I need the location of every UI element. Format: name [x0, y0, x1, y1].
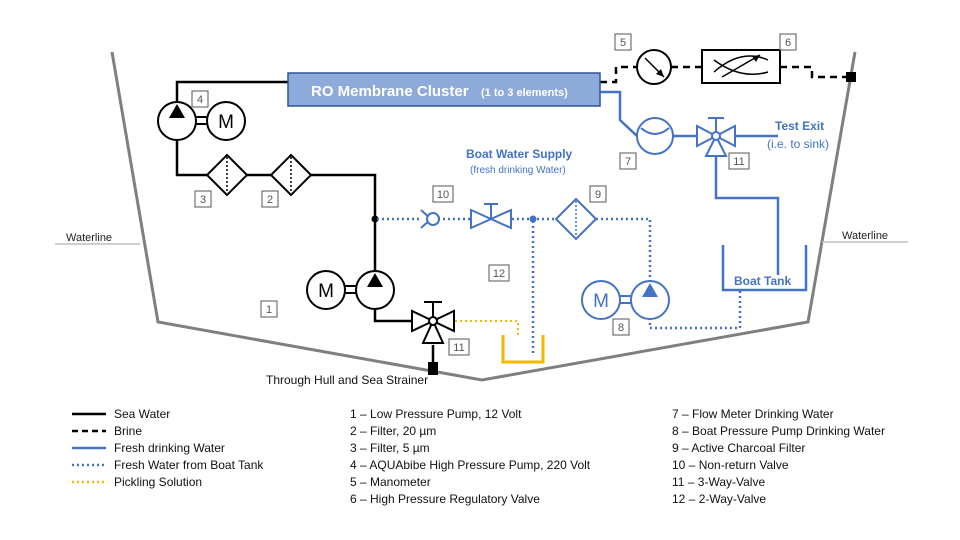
filter-2 — [269, 153, 313, 197]
key-item: 2 – Filter, 20 µm — [350, 424, 436, 438]
key-item: 7 – Flow Meter Drinking Water — [672, 407, 834, 421]
number-box-1: 1 — [260, 300, 278, 318]
boat-supply-title: Boat Water Supply — [466, 147, 573, 161]
high-pressure-pump-4: M — [157, 101, 246, 141]
pickling-pipe — [455, 320, 519, 338]
boat-supply-subtitle: (fresh drinking Water) — [470, 165, 566, 176]
legend-sea-water: Sea Water — [114, 407, 170, 421]
key-item: 10 – Non-return Valve — [672, 458, 789, 472]
pickling-container — [501, 335, 545, 364]
through-hull-fitting — [428, 362, 438, 375]
svg-text:4: 4 — [197, 94, 203, 106]
hull — [110, 51, 857, 382]
svg-text:11: 11 — [733, 156, 744, 168]
key-item: 6 – High Pressure Regulatory Valve — [350, 492, 540, 506]
boat-pressure-pump — [581, 280, 670, 320]
legend: Sea Water Brine Fresh drinking Water Fre… — [72, 407, 264, 489]
waterline-left-label: Waterline — [66, 232, 112, 244]
svg-text:2: 2 — [267, 194, 273, 206]
test-exit-title: Test Exit — [775, 119, 824, 133]
boat-tank-label: Boat Tank — [734, 274, 791, 288]
fresh-water-pipes — [600, 90, 808, 292]
brine-pipes — [600, 65, 850, 84]
svg-text:10: 10 — [437, 189, 449, 201]
number-box-5: 5 — [614, 33, 632, 51]
junction-dot — [371, 215, 379, 223]
number-box-11-upper: 11 — [728, 152, 750, 170]
number-box-11-lower: 11 — [448, 338, 470, 356]
number-box-3: 3 — [194, 190, 212, 208]
key-item: 1 – Low Pressure Pump, 12 Volt — [350, 407, 522, 421]
sea-water-pipes — [175, 80, 435, 366]
number-box-2: 2 — [261, 190, 279, 208]
motor-label-1: M — [318, 281, 334, 302]
waterline-right-label: Waterline — [842, 230, 888, 242]
ro-membrane-title: RO Membrane Cluster — [311, 83, 469, 100]
key-item: 4 – AQUAbibe High Pressure Pump, 220 Vol… — [350, 458, 591, 472]
charcoal-filter — [554, 197, 598, 241]
key-item: 11 – 3-Way-Valve — [672, 475, 765, 489]
manometer — [636, 49, 672, 85]
two-way-valve-blue — [470, 203, 512, 230]
number-box-4: 4 — [191, 90, 209, 108]
high-pressure-regulatory-valve — [701, 49, 781, 84]
svg-text:5: 5 — [620, 37, 626, 49]
number-box-10: 10 — [432, 185, 454, 203]
legend-boat-tank-water: Fresh Water from Boat Tank — [114, 458, 264, 472]
low-pressure-pump: M — [306, 270, 395, 310]
three-way-valve-upper — [696, 117, 736, 157]
blue-junction-dot — [529, 215, 537, 223]
number-box-8: 8 — [612, 318, 630, 336]
ro-membrane-subtitle: (1 to 3 elements) — [481, 87, 568, 99]
svg-text:7: 7 — [625, 156, 631, 168]
non-return-valve — [420, 209, 440, 229]
component-key-col1: 1 – Low Pressure Pump, 12 Volt 2 – Filte… — [350, 407, 591, 506]
through-hull-label: Through Hull and Sea Strainer — [266, 373, 428, 387]
number-box-6: 6 — [779, 33, 797, 51]
legend-fresh-water: Fresh drinking Water — [114, 441, 225, 455]
key-item: 9 – Active Charcoal Filter — [672, 441, 805, 455]
legend-brine: Brine — [114, 424, 142, 438]
svg-text:1: 1 — [266, 304, 272, 316]
key-item: 3 – Filter, 5 µm — [350, 441, 430, 455]
svg-text:6: 6 — [785, 37, 791, 49]
svg-text:3: 3 — [200, 194, 206, 206]
three-way-valve-lower — [411, 301, 455, 344]
component-key-col2: 7 – Flow Meter Drinking Water 8 – Boat P… — [672, 407, 885, 506]
svg-text:9: 9 — [595, 189, 601, 201]
key-item: 5 – Manometer — [350, 475, 431, 489]
filter-3 — [205, 153, 249, 197]
svg-text:11: 11 — [453, 342, 464, 354]
number-box-12: 12 — [488, 264, 510, 282]
ro-membrane-cluster — [287, 72, 601, 107]
motor-label-8: M — [593, 291, 609, 312]
key-item: 8 – Boat Pressure Pump Drinking Water — [672, 424, 885, 438]
number-box-7: 7 — [619, 152, 637, 170]
key-item: 12 – 2-Way-Valve — [672, 492, 766, 506]
number-box-9: 9 — [589, 185, 607, 203]
motor-label-4: M — [218, 112, 234, 133]
legend-pickling: Pickling Solution — [114, 475, 202, 489]
brine-overboard-fitting — [846, 72, 856, 82]
test-exit-subtitle: (i.e. to sink) — [767, 137, 829, 151]
svg-text:12: 12 — [493, 268, 505, 280]
flow-meter — [636, 117, 674, 155]
svg-text:8: 8 — [618, 322, 624, 334]
